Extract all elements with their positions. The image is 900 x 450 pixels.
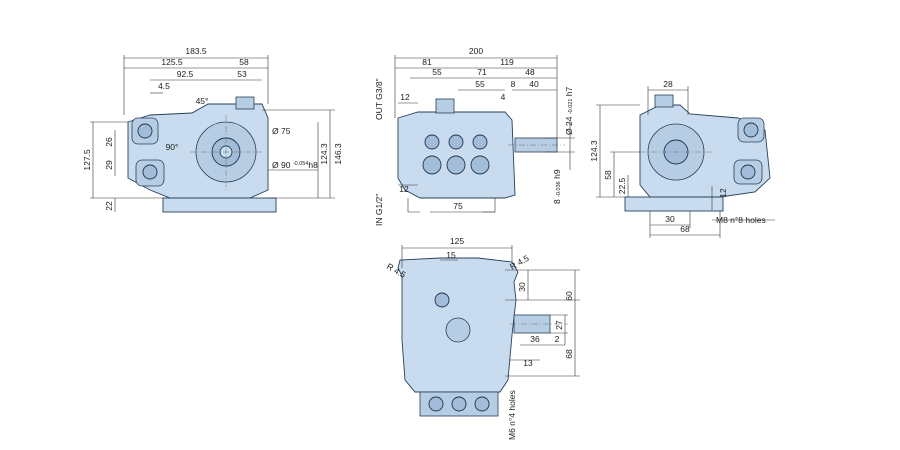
pump-base-right bbox=[624, 196, 724, 212]
label-in-port: IN G1/2" bbox=[374, 194, 384, 226]
dim-front-8: 8 bbox=[511, 79, 516, 89]
dim-overall-width: 183.5 bbox=[185, 46, 207, 56]
label-out-port: OUT G3/8" bbox=[374, 78, 384, 120]
dim-front-55b: 55 bbox=[475, 79, 485, 89]
plug-1 bbox=[428, 396, 444, 412]
dim-top-27: 27 bbox=[554, 320, 564, 330]
top-view: 125 15 R 4.5 R 4.5 30 60 27 36 2 68 13 M… bbox=[385, 236, 580, 440]
dim-right-68: 68 bbox=[680, 224, 690, 234]
label-m8-holes: M8 n°8 holes bbox=[716, 215, 766, 225]
dim-height-127-5: 127.5 bbox=[82, 149, 92, 171]
dim-top-36: 36 bbox=[530, 334, 540, 344]
dim-front-119: 119 bbox=[500, 57, 514, 67]
dim-shaft-dia-24: Ø 24 -0.021 h7 bbox=[564, 86, 574, 135]
dim-front-48: 48 bbox=[525, 67, 535, 77]
dim-angle-90: 90° bbox=[166, 142, 179, 152]
plug-3 bbox=[474, 396, 490, 412]
dim-front-4: 4 bbox=[501, 92, 506, 102]
dim-right-12: 12 bbox=[718, 188, 728, 198]
dim-top-2: 2 bbox=[555, 334, 560, 344]
oil-cap-top bbox=[434, 292, 450, 308]
dim-shaft-dia-90: Ø 90 -0.054h8 bbox=[272, 160, 318, 170]
front-view: 200 81 119 55 71 48 12 55 8 40 4 12 75 O… bbox=[374, 46, 575, 226]
dim-flange-dia-75: Ø 75 bbox=[272, 126, 291, 136]
dim-front-55a: 55 bbox=[432, 67, 442, 77]
dim-right-28: 28 bbox=[663, 79, 673, 89]
left-side-view: 183.5 125.5 58 92.5 53 4.5 45° 90° 26 29… bbox=[82, 46, 343, 213]
dim-top-68: 68 bbox=[564, 349, 574, 359]
dim-width-58: 58 bbox=[239, 57, 249, 67]
oil-cap bbox=[235, 96, 255, 110]
pump-body-front bbox=[397, 111, 516, 199]
dim-offset-4-5: 4.5 bbox=[158, 81, 170, 91]
dim-front-81: 81 bbox=[422, 57, 432, 67]
right-side-view: 28 124.3 58 22.5 12 30 68 M8 n°8 holes bbox=[589, 79, 775, 238]
dim-top-30: 30 bbox=[517, 282, 527, 292]
dim-top-15: 15 bbox=[446, 250, 456, 260]
dim-top-60: 60 bbox=[564, 291, 574, 301]
pump-base bbox=[162, 197, 277, 213]
oil-cap-front bbox=[435, 98, 455, 114]
plug-2 bbox=[451, 396, 467, 412]
port-lower bbox=[142, 164, 158, 180]
dim-height-26: 26 bbox=[104, 137, 114, 147]
oil-cap-right bbox=[654, 94, 674, 108]
dim-key-8: 8 -0.036 h9 bbox=[552, 169, 562, 204]
dim-width-125-5: 125.5 bbox=[161, 57, 183, 67]
dim-height-146-3: 146.3 bbox=[333, 143, 343, 165]
valve-3 bbox=[470, 155, 490, 175]
port-upper bbox=[137, 123, 153, 139]
valve-2 bbox=[446, 155, 466, 175]
valve-5 bbox=[448, 134, 464, 150]
dim-front-40: 40 bbox=[529, 79, 539, 89]
dim-front-75: 75 bbox=[453, 201, 463, 211]
dim-front-71: 71 bbox=[477, 67, 487, 77]
valve-6 bbox=[472, 134, 488, 150]
dim-right-58: 58 bbox=[603, 170, 613, 180]
dim-front-12b: 12 bbox=[399, 184, 409, 194]
dim-top-r-right: R 4.5 bbox=[508, 253, 531, 272]
dim-front-200: 200 bbox=[469, 46, 483, 56]
port-right-lower bbox=[740, 164, 756, 180]
dim-front-12a: 12 bbox=[400, 92, 410, 102]
port-right-upper bbox=[743, 122, 759, 138]
dim-angle-45: 45° bbox=[196, 96, 209, 106]
dim-right-30: 30 bbox=[665, 214, 675, 224]
dim-width-53: 53 bbox=[237, 69, 247, 79]
dim-base-22: 22 bbox=[104, 201, 114, 211]
label-m6-holes: M6 n°4 holes bbox=[507, 390, 517, 440]
dim-height-124-3: 124.3 bbox=[319, 143, 329, 165]
valve-4 bbox=[424, 134, 440, 150]
dim-top-125: 125 bbox=[450, 236, 464, 246]
foot-left bbox=[407, 198, 420, 213]
dim-right-124-3: 124.3 bbox=[589, 140, 599, 162]
logo-emblem bbox=[445, 317, 471, 343]
dim-height-29: 29 bbox=[104, 160, 114, 170]
valve-1 bbox=[422, 155, 442, 175]
dim-right-22-5: 22.5 bbox=[617, 177, 627, 194]
dim-width-92-5: 92.5 bbox=[177, 69, 194, 79]
dim-top-13: 13 bbox=[523, 358, 533, 368]
foot-right bbox=[483, 198, 496, 213]
